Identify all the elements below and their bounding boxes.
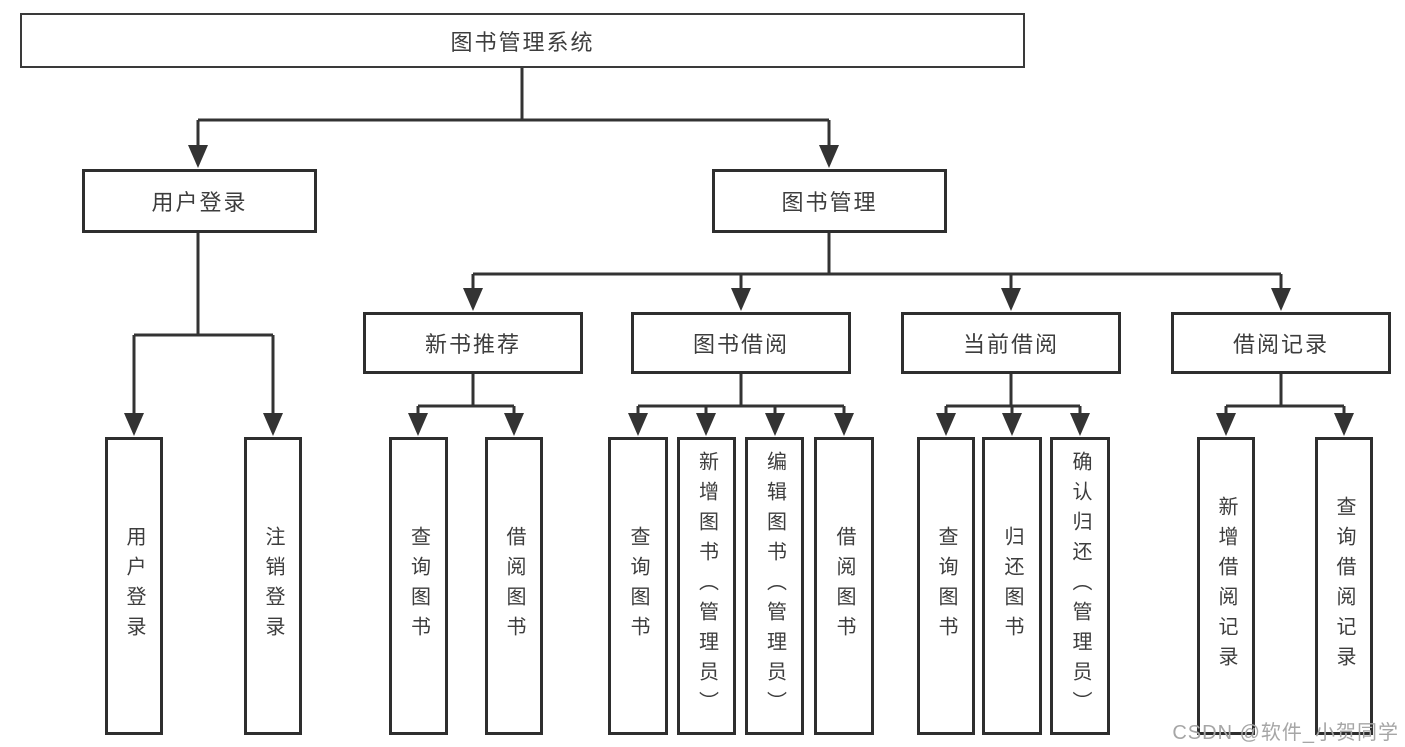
leaf-add-books-admin: 新增图书（管理员）	[677, 437, 736, 735]
leaf-label: 新增借阅记录	[1215, 496, 1237, 676]
arrowheads	[124, 145, 1354, 436]
leaf-label: 查询图书	[935, 526, 957, 646]
leaf-query-books-current: 查询图书	[917, 437, 975, 735]
connector-book-management-to-level3	[471, 233, 1283, 294]
leaf-add-borrow-record: 新增借阅记录	[1197, 437, 1255, 735]
connector-borrow-record-group	[1224, 374, 1346, 420]
node-label: 新书推荐	[424, 332, 521, 357]
leaf-logout: 注销登录	[244, 437, 302, 735]
leaf-query-borrow-record: 查询借阅记录	[1315, 437, 1373, 735]
leaf-user-login: 用户登录	[105, 437, 163, 735]
node-label: 图书管理系统	[450, 29, 595, 55]
node-book-management: 图书管理	[712, 169, 947, 233]
leaf-borrow-books-recommend: 借阅图书	[485, 437, 543, 735]
node-new-book-recommendation: 新书推荐	[363, 312, 583, 374]
node-library-management-system: 图书管理系统	[20, 13, 1025, 68]
leaf-label: 借阅图书	[503, 526, 525, 646]
leaf-label: 归还图书	[1001, 526, 1023, 646]
leaf-label: 用户登录	[123, 526, 145, 646]
leaf-query-books-borrowing: 查询图书	[608, 437, 668, 735]
leaf-label: 注销登录	[262, 526, 284, 646]
leaf-label: 查询图书	[627, 526, 649, 646]
connector-user-login-group	[132, 233, 275, 420]
leaf-label: 编辑图书（管理员）	[763, 451, 786, 721]
leaf-confirm-return-admin: 确认归还（管理员）	[1050, 437, 1110, 735]
leaf-return-books: 归还图书	[982, 437, 1042, 735]
leaf-label: 借阅图书	[833, 526, 855, 646]
leaf-label: 查询借阅记录	[1333, 496, 1355, 676]
leaf-label: 确认归还（管理员）	[1069, 451, 1091, 721]
leaf-borrow-books: 借阅图书	[814, 437, 874, 735]
connector-new-book-group	[416, 374, 516, 420]
leaf-label: 查询图书	[407, 526, 430, 646]
node-label: 当前借阅	[962, 332, 1059, 357]
node-label: 借阅记录	[1232, 332, 1329, 357]
node-label: 用户登录	[151, 190, 248, 215]
connector-root-to-level2	[196, 68, 831, 150]
node-current-borrowing: 当前借阅	[901, 312, 1121, 374]
leaf-edit-books-admin: 编辑图书（管理员）	[745, 437, 804, 735]
node-book-borrowing: 图书借阅	[631, 312, 851, 374]
node-label: 图书借阅	[692, 332, 789, 357]
node-borrowing-records: 借阅记录	[1171, 312, 1391, 374]
node-label: 图书管理	[781, 190, 878, 215]
connector-book-borrow-group	[636, 374, 846, 420]
leaf-query-books-recommend: 查询图书	[389, 437, 448, 735]
leaf-label: 新增图书（管理员）	[695, 451, 718, 721]
node-user-login: 用户登录	[82, 169, 317, 233]
